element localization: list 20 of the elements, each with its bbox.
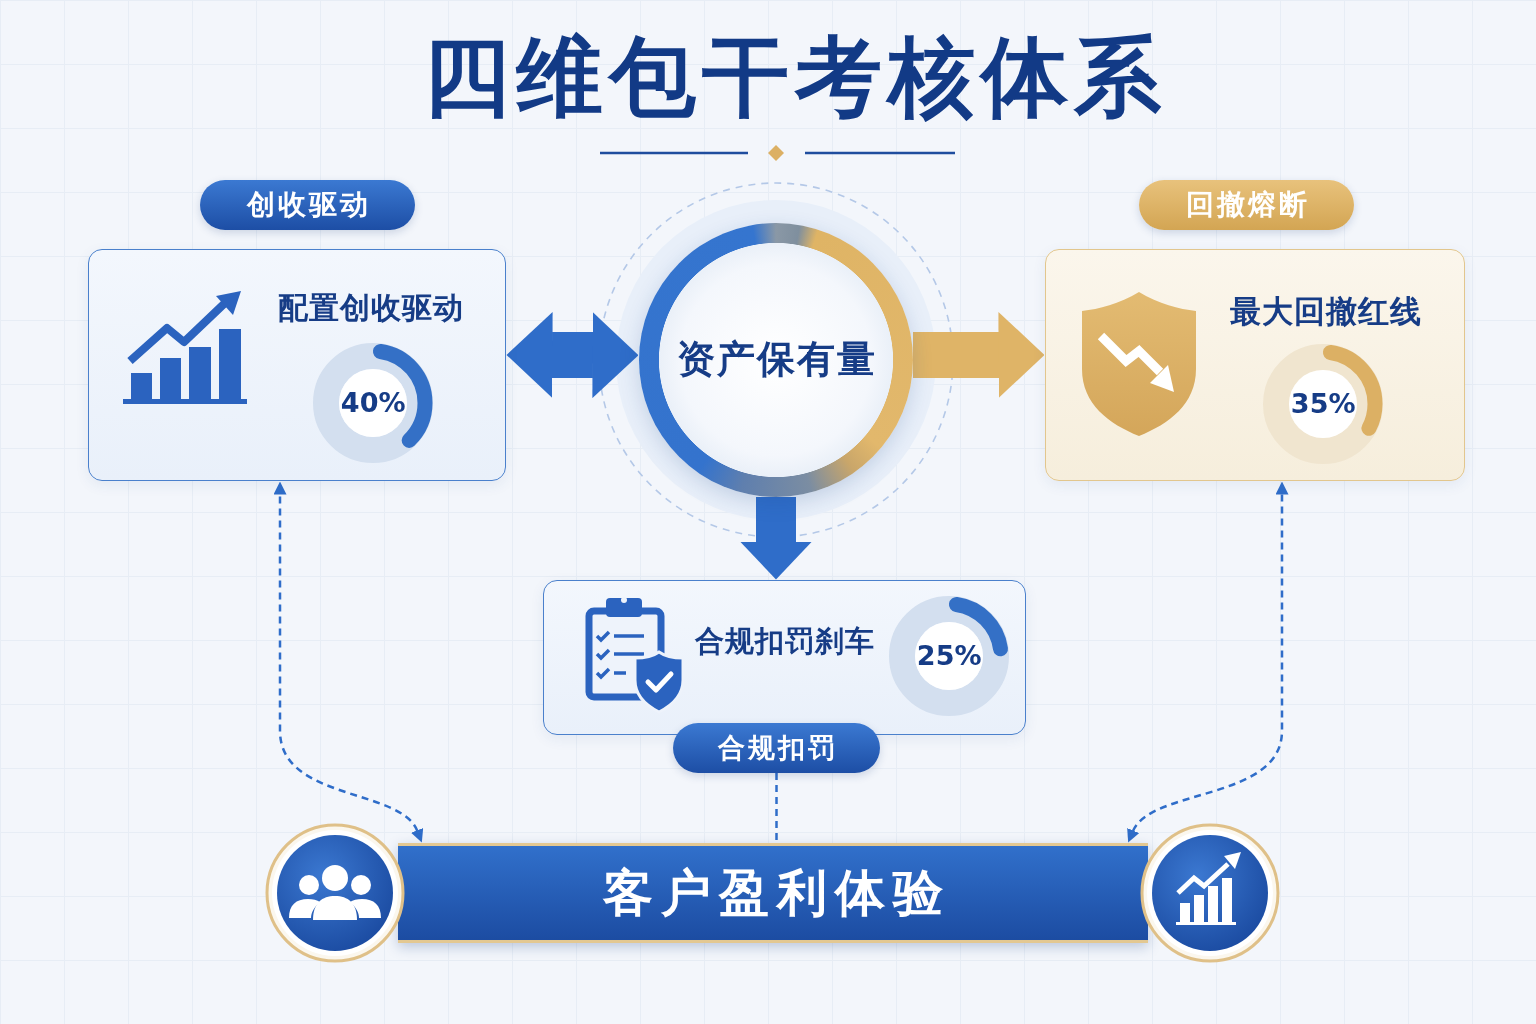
donut-chart: 40% [313, 343, 434, 464]
block-arrow [506, 312, 639, 399]
card-title: 最大回撤红线 [1230, 293, 1423, 331]
dashed-arrow [1125, 481, 1289, 842]
donut-chart: 35% [1263, 344, 1384, 465]
block-arrow [913, 312, 1045, 398]
pill-label: 创收驱动 [200, 180, 415, 230]
pill-label: 回撤熔断 [1139, 180, 1354, 230]
card [543, 580, 1026, 735]
dashed-arrow [273, 481, 425, 842]
banner: 客户盈利体验 [398, 843, 1148, 943]
dashed-line [775, 773, 778, 843]
block-arrow [740, 497, 812, 580]
card [88, 249, 506, 481]
donut-chart: 25% [889, 596, 1010, 717]
title: 四维包干考核体系 [422, 30, 1167, 126]
pill-label: 合规扣罚 [673, 723, 880, 773]
card [1045, 249, 1465, 481]
card-title: 合规扣罚刹车 [695, 624, 876, 659]
card-title: 配置创收驱动 [278, 290, 465, 327]
